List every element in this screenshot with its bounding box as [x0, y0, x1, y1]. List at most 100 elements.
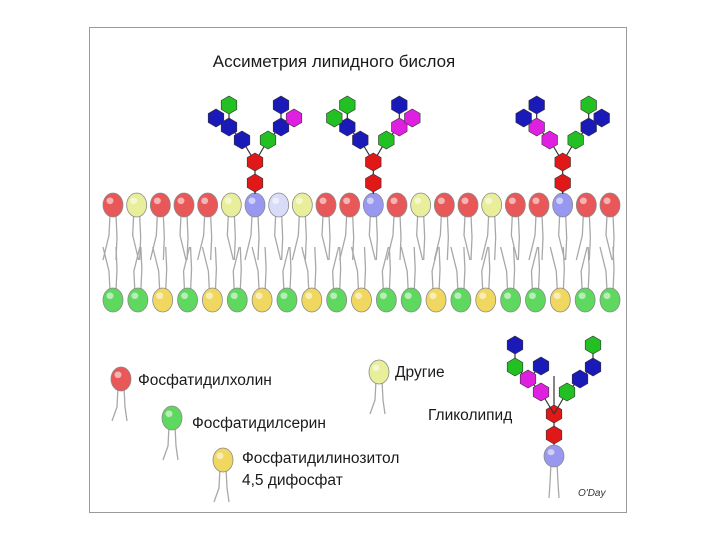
sugar-unit-red [365, 173, 382, 193]
lipid-tail [350, 246, 360, 292]
head-highlight [528, 292, 536, 300]
phosphatidylcholine-head [315, 192, 337, 218]
phosphatidylinositol-head [152, 287, 174, 313]
head-highlight [366, 197, 374, 205]
phosphatidylserine-head [400, 287, 422, 313]
head-highlight [429, 292, 437, 300]
phosphatidylcholine-head [528, 192, 550, 218]
phosphatidylcholine-head [504, 192, 526, 218]
head-highlight [106, 292, 114, 300]
lipid-tail [251, 246, 260, 292]
lipid-tail [400, 246, 409, 292]
head-highlight [201, 197, 209, 205]
head-highlight [578, 292, 586, 300]
phosphatidylserine-head [226, 287, 248, 313]
legend-label-phosphatidylinositol: Фосфатидилинозитол [242, 450, 399, 467]
lipid-tail [375, 214, 378, 261]
head-highlight [504, 292, 512, 300]
phosphatidylcholine-head [173, 192, 195, 218]
head-highlight [224, 197, 232, 205]
legend-lipid-tail [111, 386, 119, 422]
lipid-tail [331, 246, 340, 292]
lipid-tail [481, 214, 490, 261]
lipid-tail [588, 214, 591, 261]
lipid-tail [549, 246, 558, 292]
lipid-tail [423, 214, 426, 261]
head-highlight [603, 197, 611, 205]
head-highlight [343, 197, 351, 205]
sugar-unit-red [365, 152, 382, 172]
sugar-unit [352, 130, 369, 150]
sugar-unit [584, 335, 602, 355]
lipid-tail [152, 246, 161, 292]
phosphatidylserine-head [525, 287, 546, 313]
phosphatidylserine-head [450, 287, 472, 313]
glycolipid-head [362, 192, 384, 218]
sugar-unit-red [246, 152, 264, 172]
lipid-tail [226, 214, 234, 261]
glycolipid-head [244, 192, 266, 218]
sugar-unit [391, 95, 408, 115]
lipid-tail [264, 246, 267, 292]
lipid-tail [149, 214, 158, 261]
other-lipid-head [481, 192, 503, 218]
legend-label-phosphatidylcholine: Фосфатидилхолин [138, 372, 272, 389]
sugar-unit-red [554, 173, 571, 193]
lipid-tail [587, 246, 590, 292]
head-highlight [579, 197, 587, 205]
phosphatidylcholine-head [197, 192, 219, 218]
lipid-tail [339, 246, 342, 292]
phosphatidylcholine-head [339, 192, 361, 218]
oligosaccharide-chains-layer [207, 95, 610, 194]
phosphatidylserine-head [177, 287, 198, 313]
lipid-tail [499, 246, 509, 292]
sugar-unit [541, 130, 558, 150]
head-highlight [319, 197, 327, 205]
lipid-tail [102, 214, 111, 261]
lipid-tail [562, 246, 565, 292]
lipid-tail [214, 246, 218, 292]
legend-lipid-tail [225, 467, 230, 503]
legend-layer [110, 335, 602, 503]
head-highlight [295, 197, 303, 205]
lipid-tail [565, 214, 568, 261]
head-highlight [372, 364, 380, 372]
head-highlight [485, 197, 493, 205]
sugar-unit [506, 335, 524, 355]
legend-lipid-tail [213, 467, 221, 503]
sugar-unit [220, 95, 238, 115]
lipid-tail [179, 214, 187, 261]
lipid-tail [431, 246, 439, 292]
lipid-tail [612, 246, 615, 292]
phosphatidylserine-head [127, 287, 149, 313]
lipid-tail [339, 214, 348, 261]
phosphatidylserine-head [161, 405, 183, 431]
head-highlight [216, 452, 224, 460]
lipid-tail [140, 246, 143, 292]
head-highlight [437, 197, 445, 205]
lipid-tail [580, 246, 588, 292]
head-highlight [603, 292, 611, 300]
lipid-tail [463, 214, 471, 261]
other-lipid-head [220, 192, 242, 218]
phosphatidylserine-head [500, 287, 522, 313]
lipid-tail [328, 214, 331, 261]
lipid-tail [481, 246, 489, 292]
head-highlight [553, 292, 561, 300]
lipid-tails-layer [102, 214, 615, 292]
lipid-tail [244, 214, 253, 261]
lipid-tail [413, 246, 416, 292]
sugar-unit [259, 130, 277, 150]
lipid-tail [281, 214, 284, 261]
lipid-tail [399, 214, 402, 261]
phosphatidylcholine-head [386, 192, 408, 218]
lipid-tail [291, 214, 300, 261]
other-lipid-head [368, 359, 390, 385]
lipid-tail [599, 246, 608, 292]
lipid-tail [132, 214, 140, 261]
sugar-unit [515, 108, 532, 128]
sugar-unit [558, 382, 576, 402]
lipid-tail [257, 214, 260, 261]
legend-label-other: Другие [395, 364, 445, 381]
sugar-unit [404, 108, 421, 128]
